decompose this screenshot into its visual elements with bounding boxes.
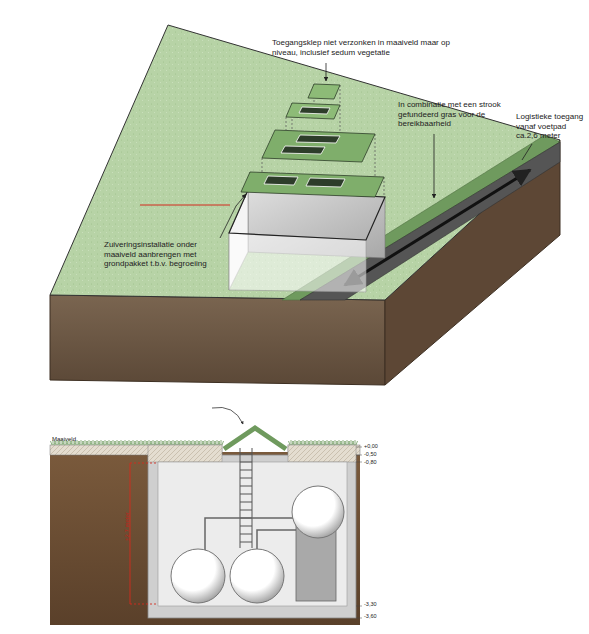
pit-section	[288, 445, 356, 462]
ladder-rung	[240, 502, 252, 503]
ladder-rung	[240, 534, 252, 535]
pit	[229, 233, 366, 292]
hatch-cover	[224, 428, 286, 449]
access-hatch	[306, 178, 345, 187]
ground-block	[50, 25, 560, 300]
ladder-rung	[240, 454, 252, 455]
treatment-tanks	[205, 518, 296, 552]
access-hatch	[286, 103, 340, 119]
access-hatch	[241, 172, 384, 197]
ladder	[252, 448, 253, 548]
red-line	[140, 205, 230, 206]
depth-dimension	[130, 463, 156, 464]
treatment-tanks	[171, 549, 225, 603]
access-hatch	[281, 146, 325, 154]
dashed-guides	[340, 85, 341, 134]
soil-section	[50, 452, 360, 625]
level-mark: -0,80	[364, 459, 404, 466]
level-mark: -3,30	[364, 601, 404, 608]
dashed-guides	[286, 117, 287, 130]
dashed-guides	[375, 134, 376, 177]
pit	[229, 190, 385, 240]
callout-text: Zuiveringsinstallatie onder maaiveld aan…	[104, 240, 222, 269]
leader-lines	[434, 134, 435, 198]
ground-level-label: Maaiveld	[52, 436, 112, 443]
treatment-tanks	[257, 530, 296, 549]
callout-text: Toegangsklep niet verzonken in maaiveld …	[272, 38, 450, 57]
depth-dimension	[130, 604, 156, 605]
dashed-guides	[384, 177, 385, 197]
access-hatch	[308, 84, 340, 99]
level-ticks	[356, 447, 362, 448]
ladder-rung	[240, 510, 252, 511]
level-ticks	[356, 606, 362, 607]
ground-block	[50, 25, 560, 385]
callout-text: In combinatie met een strook gefundeerd …	[398, 100, 518, 129]
level-ticks	[356, 462, 362, 463]
ladder-rung	[240, 470, 252, 471]
access-hatch	[241, 84, 384, 197]
soil-section	[50, 445, 360, 625]
ladder-rung	[240, 526, 252, 527]
leader-lines	[220, 63, 532, 238]
depth-dimension	[130, 463, 156, 604]
access-hatch	[299, 107, 330, 114]
pit-section	[148, 445, 356, 618]
ground-block	[50, 295, 385, 385]
access-hatch	[296, 135, 340, 143]
red-line	[140, 205, 230, 206]
hatch-cover	[212, 407, 243, 424]
treatment-tanks	[171, 486, 344, 603]
hatch-cover	[212, 407, 286, 449]
treatment-tanks	[292, 486, 344, 538]
pit-section	[148, 445, 222, 462]
grass-tufts	[51, 440, 358, 445]
pit	[229, 190, 385, 292]
dimension-text: ±2,7 meter	[123, 513, 130, 542]
leader-lines	[326, 63, 327, 81]
access-hatch	[264, 176, 298, 185]
ladder-rung	[240, 494, 252, 495]
leader-lines	[220, 194, 246, 238]
grass-tuft	[219, 440, 224, 445]
access-hatch	[262, 130, 375, 162]
level-ticks	[356, 618, 362, 619]
level-ticks	[356, 455, 362, 456]
level-mark: -0,50	[364, 451, 404, 458]
level-mark: +0,00	[364, 443, 404, 450]
level-mark: -3,60	[364, 613, 404, 620]
ladder-rung	[240, 486, 252, 487]
treatment-tanks	[230, 549, 284, 603]
ladder-rung	[240, 542, 252, 543]
callout-text: Logistieke toegang vanaf voetpad ca.2,6 …	[516, 112, 586, 141]
ladder	[240, 448, 241, 548]
leader-lines	[522, 144, 532, 160]
ladder-rung	[240, 478, 252, 479]
depth-dimension	[130, 463, 131, 604]
ladder-rung	[240, 462, 252, 463]
ladder	[240, 448, 252, 548]
level-ticks	[356, 447, 362, 618]
grass-tuft	[353, 440, 358, 445]
